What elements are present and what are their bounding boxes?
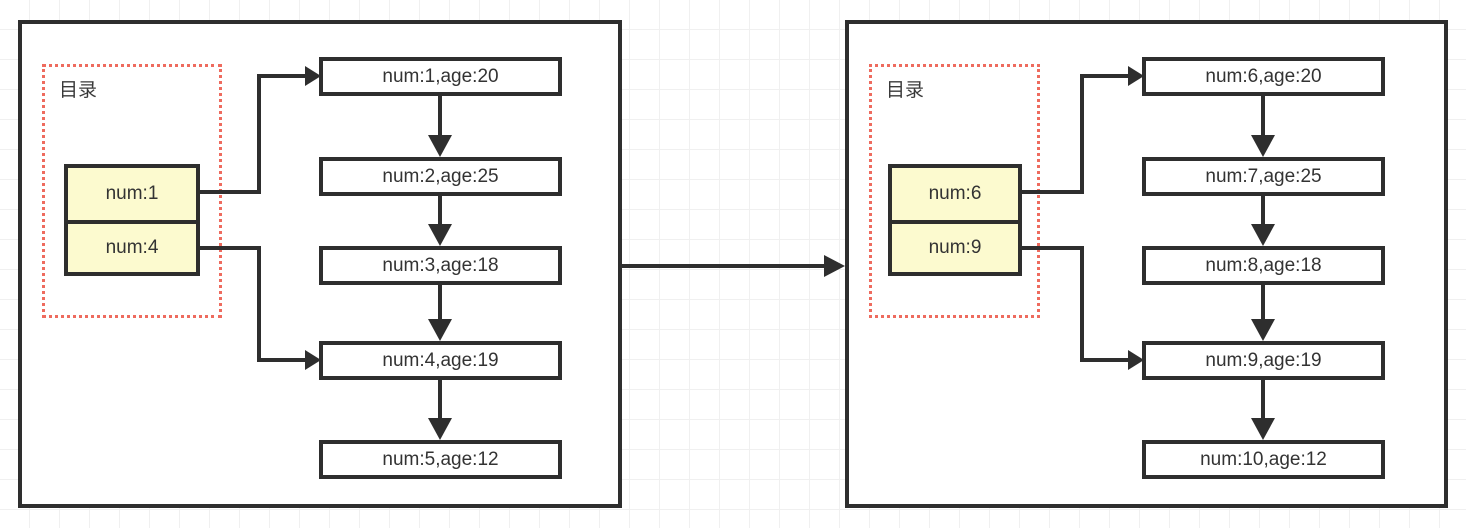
left-node-3[interactable]: num:4,age:19 <box>319 341 562 380</box>
right-node-2[interactable]: num:8,age:18 <box>1142 246 1385 285</box>
right-node-4[interactable]: num:10,age:12 <box>1142 440 1385 479</box>
left-index-cell-0[interactable]: num:1 <box>68 168 196 220</box>
right-node-0[interactable]: num:6,age:20 <box>1142 57 1385 96</box>
right-index-cell-1[interactable]: num:9 <box>892 220 1018 272</box>
panel-link-arrowhead <box>824 255 845 277</box>
left-node-0[interactable]: num:1,age:20 <box>319 57 562 96</box>
left-node-1[interactable]: num:2,age:25 <box>319 157 562 196</box>
left-index-table: num:1 num:4 <box>64 164 200 276</box>
left-node-2[interactable]: num:3,age:18 <box>319 246 562 285</box>
right-node-3[interactable]: num:9,age:19 <box>1142 341 1385 380</box>
left-index-group-label: 目录 <box>59 80 98 101</box>
right-index-group-label: 目录 <box>886 80 925 101</box>
right-index-table: num:6 num:9 <box>888 164 1022 276</box>
left-index-cell-1[interactable]: num:4 <box>68 220 196 272</box>
right-index-cell-0[interactable]: num:6 <box>892 168 1018 220</box>
right-node-1[interactable]: num:7,age:25 <box>1142 157 1385 196</box>
left-node-4[interactable]: num:5,age:12 <box>319 440 562 479</box>
